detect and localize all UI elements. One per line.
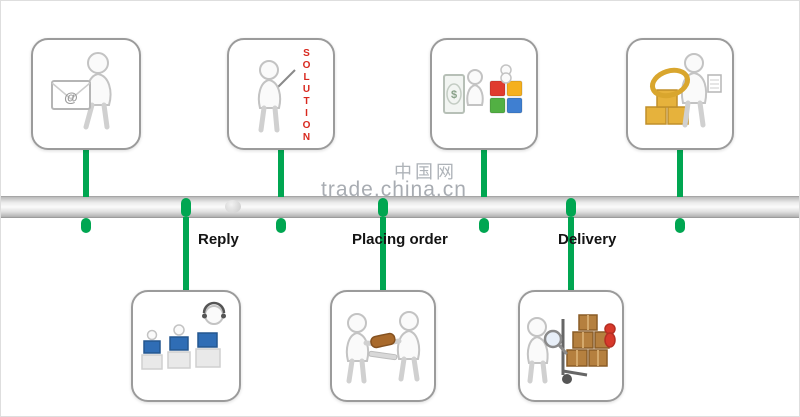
watermark-cn: 中国网 [394,162,457,182]
connector-line [83,150,89,197]
solution-text: SOLUTION [301,48,312,144]
money-puzzle-icon: $ [443,64,523,114]
connector-line [481,150,487,197]
step-label-placing-order: Placing order [352,231,448,248]
watermark-domain: trade.china.cn [321,178,467,201]
connector-line [380,217,386,290]
handshake-deal-icon [345,311,421,384]
connector-dot [276,218,286,233]
connector-line [183,217,189,290]
at-symbol: @ [64,89,78,105]
solution-pointer-icon: SOLUTION [251,48,312,144]
connector-dot [479,218,489,233]
connector-dot [181,198,191,217]
connector-dot [378,198,388,217]
process-node-solution: SOLUTION [227,38,335,150]
gold-package-ring-icon [645,53,722,128]
connector-dot [566,198,576,217]
bar-highlight [225,200,241,213]
pointer-figure-icon [257,60,296,133]
email-inquiry-icon: @ [51,52,112,130]
process-node-inquiry: @ [31,38,141,150]
process-node-packing [626,38,734,150]
connector-line [568,217,574,290]
dollar-symbol: $ [451,89,457,101]
support-team-icon [141,301,226,370]
step-label-delivery: Delivery [558,231,617,248]
process-node-reply-support [131,290,241,402]
timeline-bar [1,196,799,218]
connector-dot [81,218,91,233]
connector-line [677,150,683,197]
connector-dot [675,218,685,233]
process-node-order-deal [330,290,436,402]
process-node-delivery-trolley [518,290,624,402]
step-label-reply: Reply [198,231,239,248]
process-node-payment: $ [430,38,538,150]
delivery-trolley-icon [526,314,616,384]
connector-line [278,150,284,197]
